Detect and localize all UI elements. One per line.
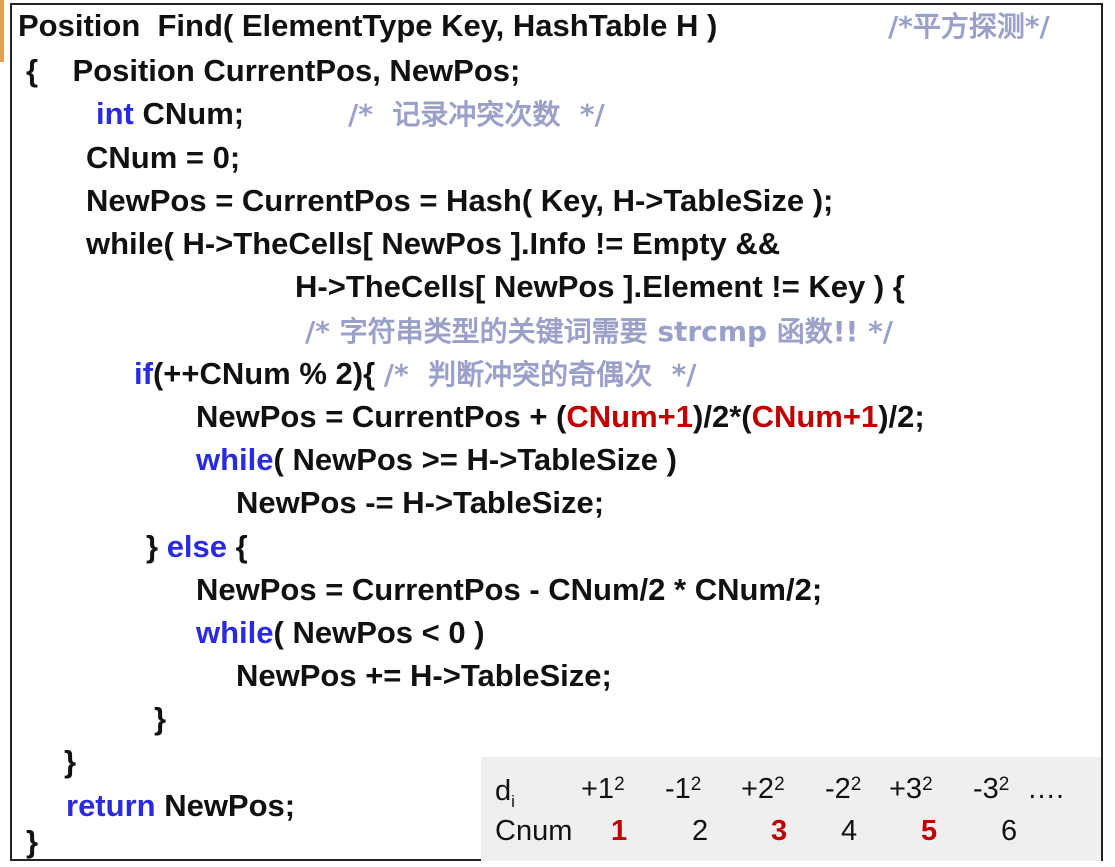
code-line-while-overflow: while( NewPos >= H->TableSize ) [196, 442, 677, 477]
code-line-wrap-subtract: NewPos -= H->TableSize; [236, 485, 605, 520]
cnum-value-1: 1 [611, 815, 628, 847]
code-line-return: return NewPos; [66, 788, 296, 823]
cnum-value-6: 6 [1001, 815, 1018, 847]
code-line-else-close: } [154, 701, 167, 736]
code-line-if-parity: if(++CNum % 2){ /* 判断冲突的奇偶次 */ [134, 356, 697, 391]
slide-accent-bar [0, 0, 4, 62]
d-value-5: +32 [889, 773, 933, 805]
cnum-value-5: 5 [921, 815, 938, 847]
code-block: Position Find( ElementType Key, HashTabl… [10, 3, 1103, 861]
code-line-hash: NewPos = CurrentPos = Hash( Key, H->Tabl… [86, 183, 834, 218]
cnum-value-3: 3 [771, 815, 788, 847]
probe-sequence-table: di +12 -12 +22 -22 +32 -32 …. Cnum 1 2 3… [481, 757, 1101, 861]
d-value-6: -32 [973, 773, 1010, 805]
code-line-signature: Position Find( ElementType Key, HashTabl… [18, 8, 718, 43]
code-line-cnum-init: CNum = 0; [86, 140, 241, 175]
comment-record-collisions: /* 记录冲突次数 */ [348, 98, 605, 131]
code-line-while-close: } [64, 744, 77, 779]
row-label-di: di [495, 775, 515, 811]
code-line-while-condition-cont: H->TheCells[ NewPos ].Element != Key ) { [295, 269, 905, 304]
code-line-while-condition: while( H->TheCells[ NewPos ].Info != Emp… [86, 226, 781, 261]
cnum-value-2: 2 [692, 815, 709, 847]
code-line-else: } else { [146, 529, 248, 564]
d-ellipsis: …. [1027, 773, 1065, 805]
comment-strcmp-note: /* 字符串类型的关键词需要 strcmp 函数!! */ [305, 315, 893, 348]
code-line-declaration: { Position CurrentPos, NewPos; [26, 53, 521, 88]
comment-square-probing: /*平方探测*/ [888, 10, 1050, 43]
code-line-negative-offset: NewPos = CurrentPos - CNum/2 * CNum/2; [196, 572, 823, 607]
d-value-1: +12 [581, 773, 625, 805]
d-value-4: -22 [825, 773, 862, 805]
d-value-2: -12 [665, 773, 702, 805]
code-line-positive-offset: NewPos = CurrentPos + (CNum+1)/2*(CNum+1… [196, 399, 925, 434]
cnum-value-4: 4 [841, 815, 858, 847]
d-value-3: +22 [741, 773, 785, 805]
code-line-cnum-declaration: int CNum; [96, 96, 245, 131]
code-line-function-close: } [26, 824, 39, 859]
row-label-cnum: Cnum [495, 815, 573, 847]
code-line-while-underflow: while( NewPos < 0 ) [196, 615, 485, 650]
code-line-wrap-add: NewPos += H->TableSize; [236, 658, 612, 693]
